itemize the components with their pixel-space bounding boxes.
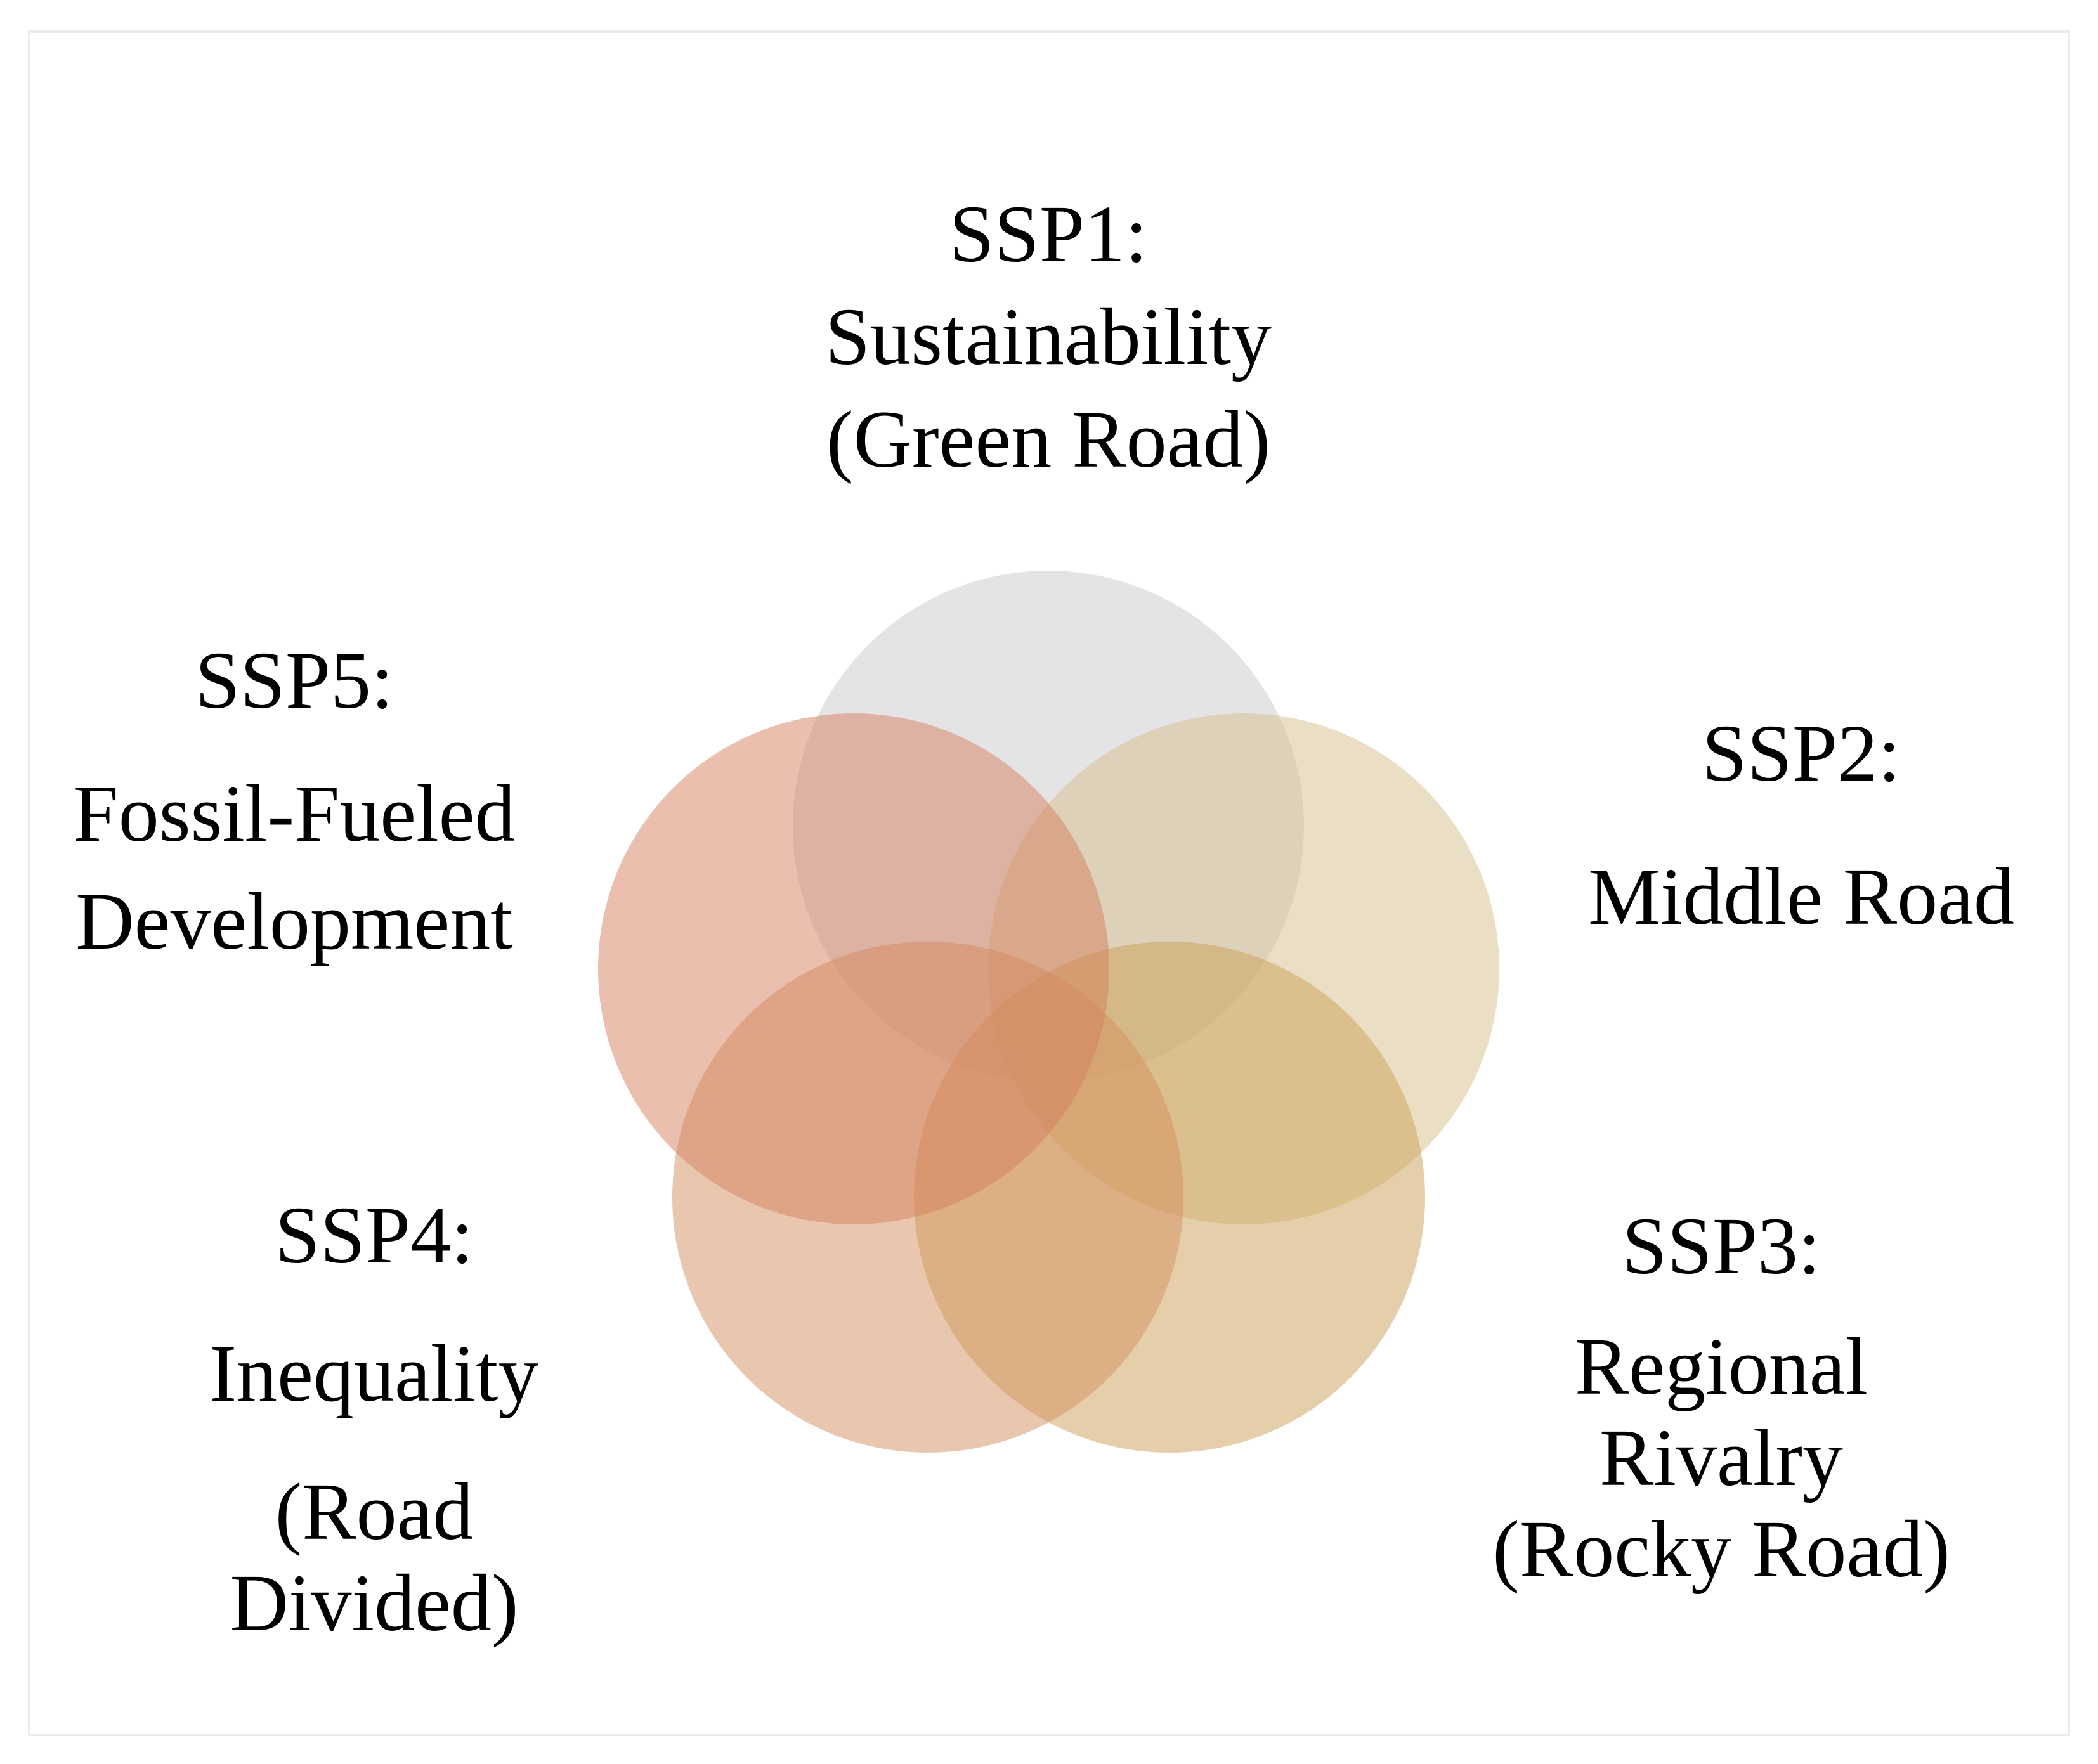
label-ssp4-line-4: Divided) xyxy=(230,1558,519,1648)
label-ssp1-line-3: (Green Road) xyxy=(826,394,1271,484)
label-ssp3-line-3: Rivalry xyxy=(1600,1413,1843,1503)
label-ssp1-line-1: SSP1: xyxy=(949,189,1148,279)
label-ssp2-line-1: SSP2: xyxy=(1702,708,1901,798)
label-ssp4-line-2: Inequality xyxy=(209,1328,539,1418)
label-ssp3-line-2: Regional xyxy=(1574,1321,1868,1411)
label-ssp1: SSP1: Sustainability (Green Road) xyxy=(795,183,1302,491)
label-ssp3-line-1: SSP3: xyxy=(1622,1201,1821,1291)
label-ssp3-line-4: (Rocky Road) xyxy=(1492,1504,1950,1594)
label-ssp5-line-2: Fossil-Fueled xyxy=(73,769,516,859)
label-ssp3: SSP3: Regional Rivalry (Rocky Road) xyxy=(1468,1200,1975,1595)
label-ssp2-line-2: Middle Road xyxy=(1588,852,2014,942)
label-ssp4-line-3: (Road xyxy=(275,1467,474,1557)
label-ssp5-line-1: SSP5: xyxy=(195,635,394,725)
label-ssp4: SSP4: Inequality (Road Divided) xyxy=(121,1190,628,1649)
label-ssp5-line-3: Development xyxy=(75,876,513,966)
circle-ssp5 xyxy=(598,713,1109,1224)
label-ssp4-line-1: SSP4: xyxy=(275,1190,474,1280)
label-ssp1-line-2: Sustainability xyxy=(825,292,1272,382)
diagram-frame xyxy=(28,30,2070,1736)
label-ssp2: SSP2: Middle Road xyxy=(1547,682,2055,968)
label-ssp5: SSP5: Fossil-Fueled Development xyxy=(41,626,548,975)
